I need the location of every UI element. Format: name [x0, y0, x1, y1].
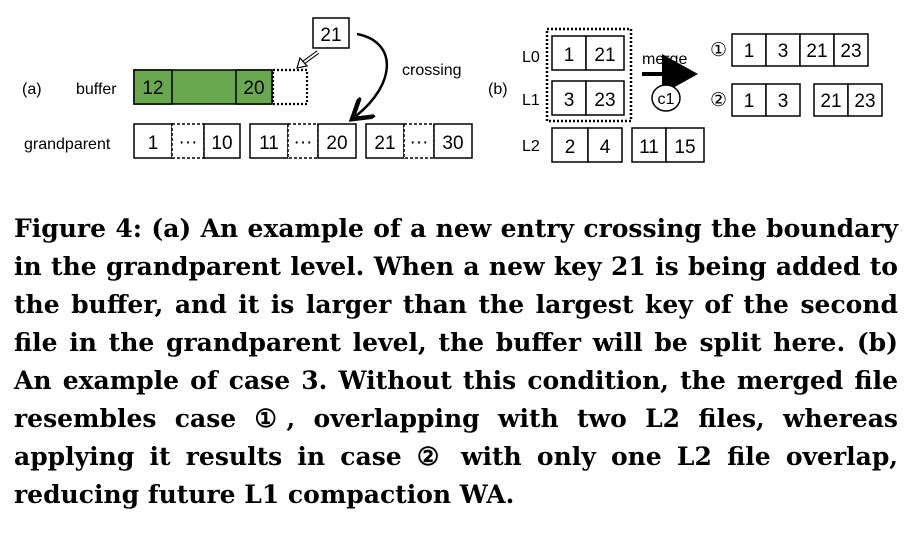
grandparent-key: 10 [211, 133, 232, 154]
grandparent-file: 11 ··· 20 [249, 123, 357, 159]
result-key: 1 [744, 91, 755, 112]
level-label-l0: L0 [522, 49, 540, 66]
panel-a-label: (a) [22, 81, 42, 98]
grandparent-dots: ··· [410, 132, 429, 153]
grandparent-label: grandparent [24, 136, 111, 153]
panel-b-label: (b) [488, 81, 508, 98]
new-key-box [312, 17, 350, 49]
result-marker: ① [710, 40, 727, 61]
l0-key: 21 [594, 45, 615, 66]
l2-key: 15 [674, 137, 695, 158]
level-label-l2: L2 [522, 138, 540, 155]
grandparent-key: 20 [326, 133, 347, 154]
result-key: 23 [840, 41, 861, 62]
insert-arrow [296, 50, 320, 69]
buffer-key-first: 12 [142, 78, 163, 99]
l2-key: 4 [600, 137, 611, 158]
figure-caption: Figure 4: (a) An example of a new entry … [14, 210, 898, 514]
buffer-key-box [235, 69, 273, 105]
buffer: 12 20 [133, 68, 309, 106]
result-key: 1 [744, 41, 755, 62]
result-key: 3 [778, 41, 789, 62]
l1-key: 23 [594, 90, 615, 111]
result-key: 21 [820, 91, 841, 112]
panel-a: (a) buffer 12 20 21 crossing [22, 17, 473, 159]
result-case-1: ① 1 3 21 23 [710, 33, 869, 67]
l2-file: 11 15 [631, 127, 705, 163]
buffer-key-box [133, 69, 173, 105]
grandparent-key: 30 [442, 133, 463, 154]
l2-key: 11 [639, 137, 659, 158]
level-label-l1: L1 [522, 92, 540, 109]
l0-file: 1 21 [551, 35, 625, 71]
result-key: 21 [806, 41, 827, 62]
grandparent-file: 1 ··· 10 [133, 123, 241, 159]
case-marker-circle [651, 84, 681, 112]
caption-text: Figure 4: (a) An example of a new entry … [14, 214, 898, 509]
grandparent-key: 11 [259, 133, 279, 154]
grandparent-dots: ··· [294, 132, 313, 153]
l1-key: 3 [564, 90, 575, 111]
result-key: 23 [854, 91, 875, 112]
compaction-selection [545, 27, 633, 123]
buffer-key-last: 20 [243, 78, 264, 99]
l2-key: 2 [565, 137, 576, 158]
new-key: 21 [320, 25, 341, 46]
result-key: 3 [778, 91, 789, 112]
buffer-label: buffer [76, 81, 117, 98]
merge-label: merge [642, 51, 687, 68]
figure-4: (a) buffer 12 20 21 crossing [22, 17, 883, 163]
panel-b: (b) L0 L1 L2 1 21 3 23 [488, 27, 883, 163]
l1-file: 3 23 [551, 80, 625, 116]
crossing-label: crossing [402, 62, 462, 79]
buffer-empty-slot [271, 68, 309, 106]
case-marker: c1 [658, 91, 675, 108]
grandparent-dots: ··· [179, 132, 198, 153]
l2-file: 2 4 [551, 127, 623, 163]
grandparent-key: 21 [374, 133, 395, 154]
crossing-arrow [356, 32, 389, 116]
grandparent-key: 1 [148, 133, 159, 154]
result-marker: ② [710, 90, 727, 111]
l0-key: 1 [564, 45, 575, 66]
result-case-2: ② 1 3 21 23 [710, 83, 883, 117]
grandparent-file: 21 ··· 30 [365, 123, 473, 159]
